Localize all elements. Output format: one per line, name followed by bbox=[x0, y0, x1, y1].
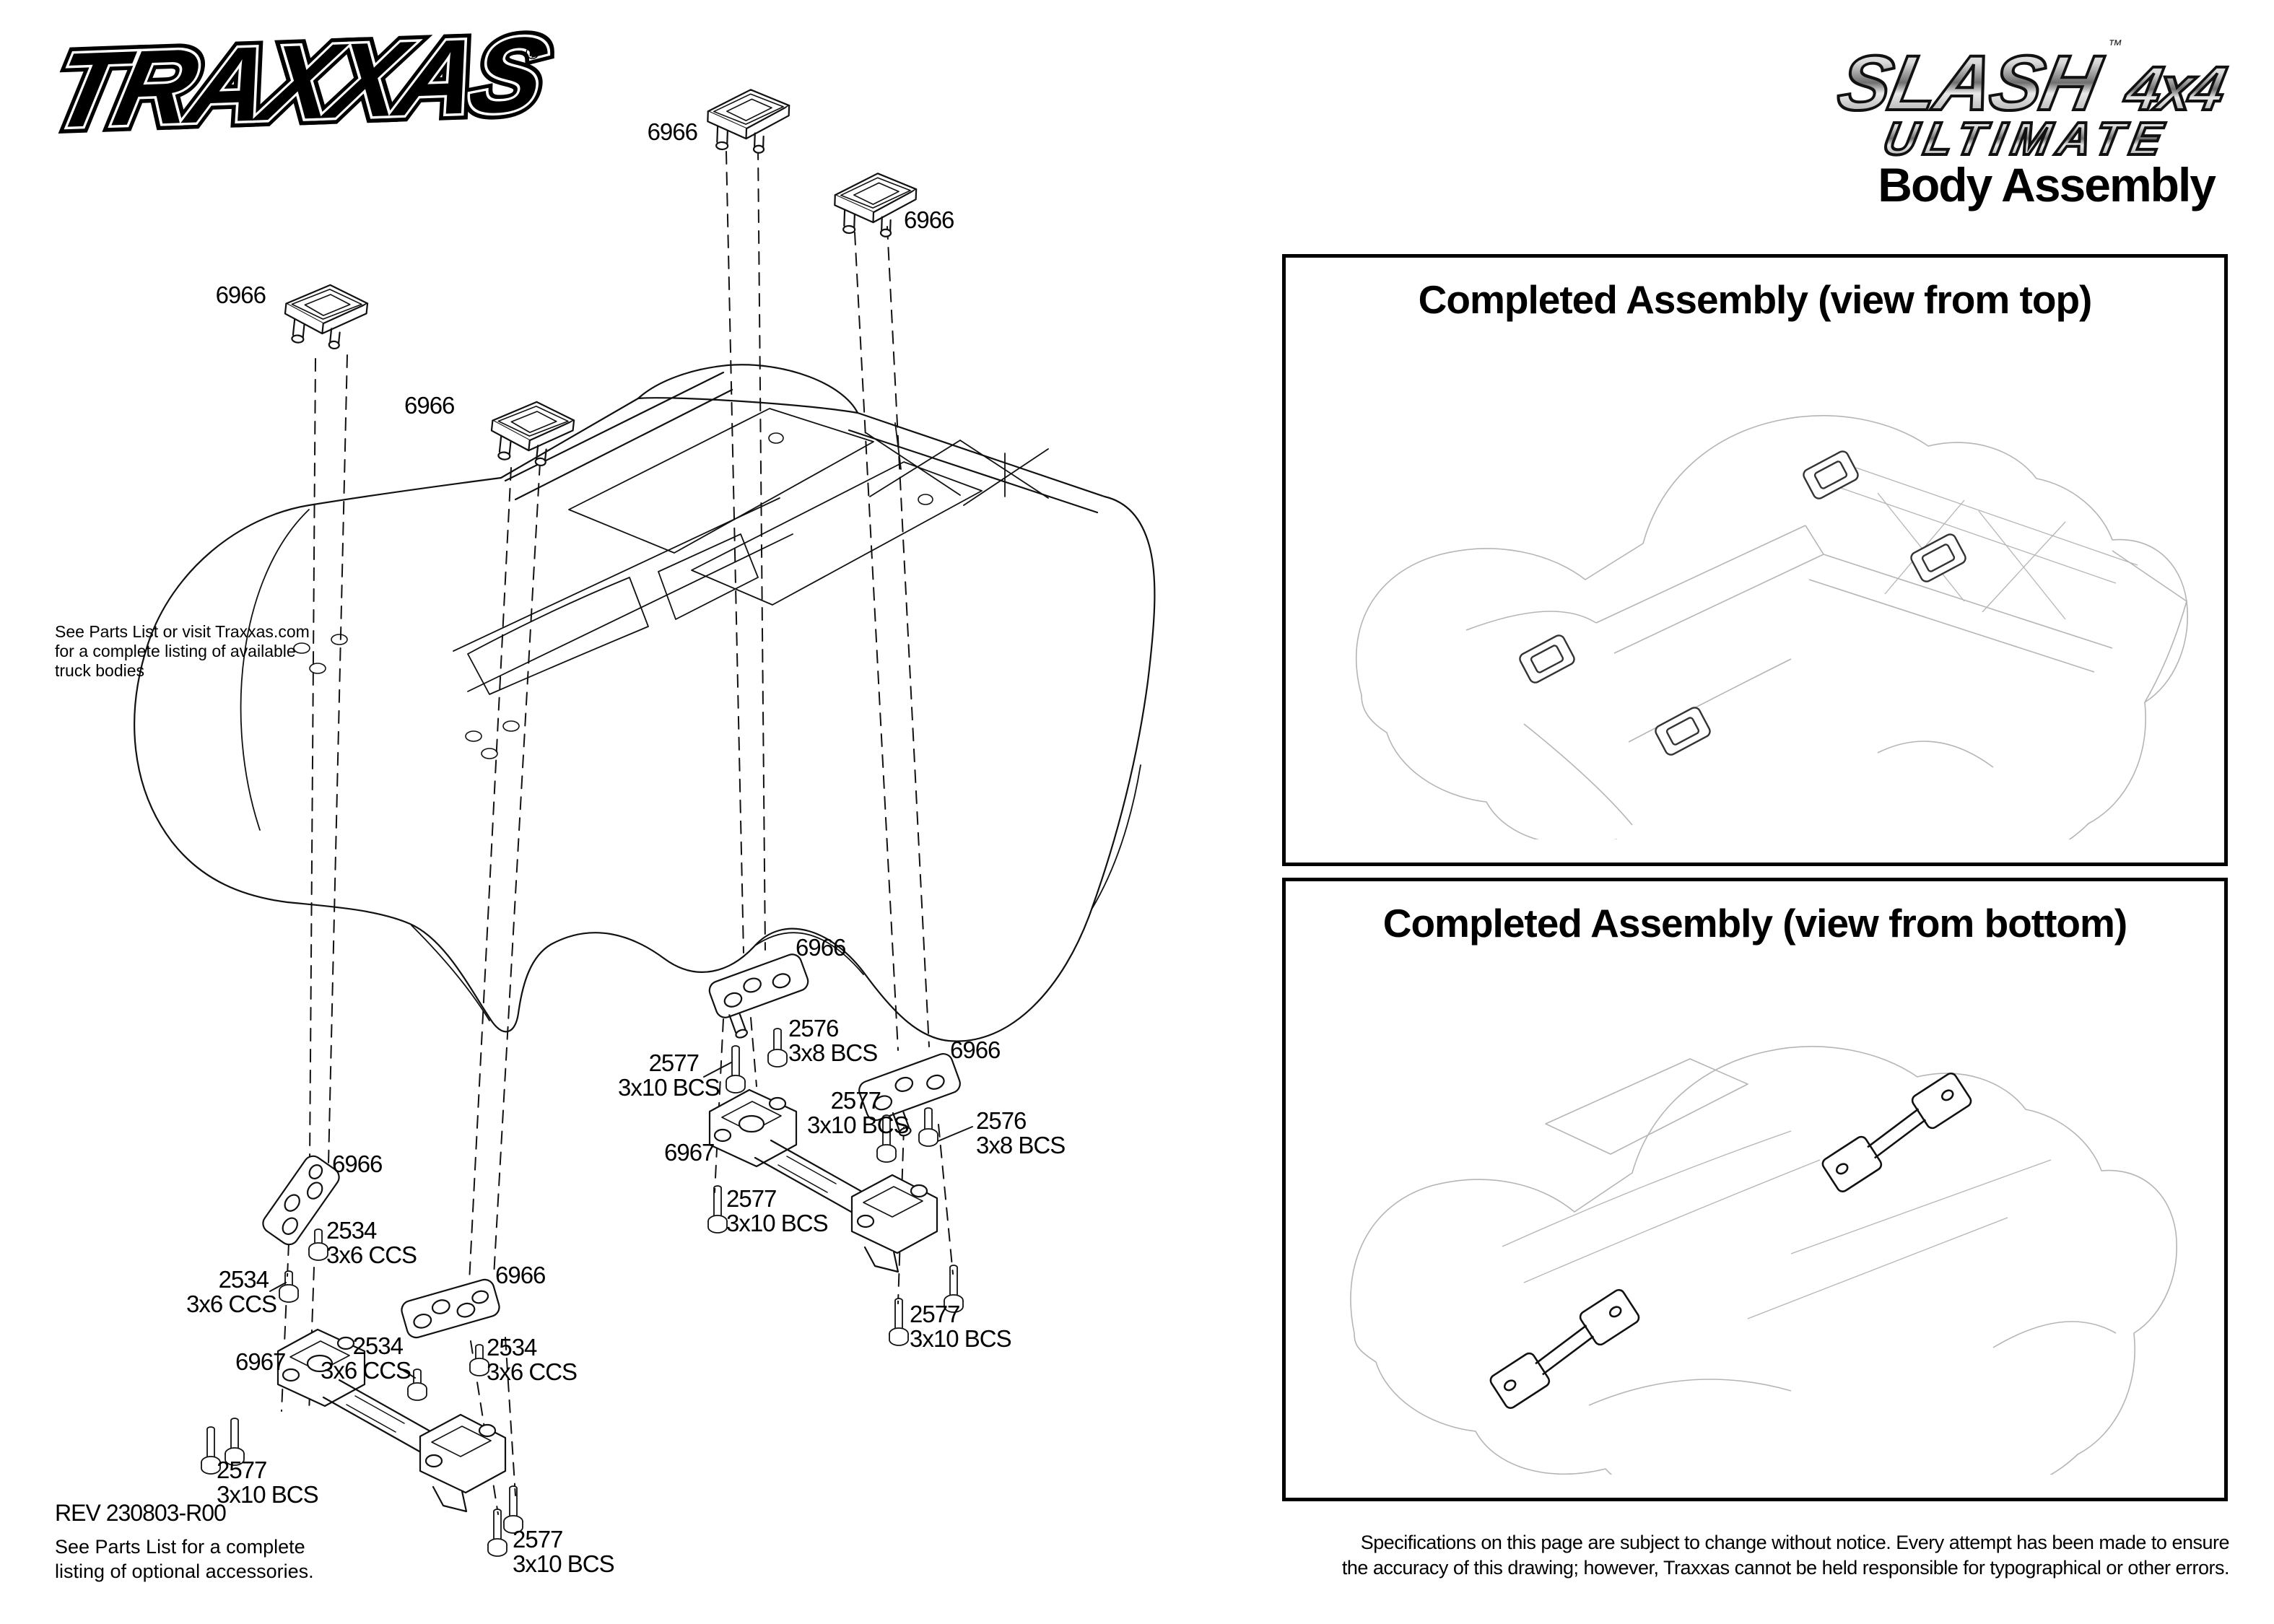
part-label-line: 2534 bbox=[326, 1217, 377, 1244]
disclaimer-line1: Specifications on this page are subject … bbox=[1360, 1532, 2230, 1553]
part-label-line: 3x10 BCS bbox=[807, 1112, 910, 1138]
part-label-line: 6967 bbox=[664, 1139, 715, 1166]
part-label-plate-h: 6966 bbox=[495, 1263, 582, 1288]
plate-6966-i bbox=[262, 1155, 340, 1246]
part-label-plate-i: 6966 bbox=[332, 1152, 419, 1176]
part-label-line: 2576 bbox=[976, 1107, 1027, 1134]
part-label-latch-d: 6966 bbox=[904, 208, 990, 232]
accessories-note-line2: listing of optional accessories. bbox=[55, 1560, 314, 1582]
truck-bodies-note-line2: for a complete listing of available bbox=[55, 642, 296, 660]
bracket-6967-right bbox=[708, 1088, 938, 1273]
part-label-line: 6966 bbox=[904, 206, 954, 233]
latch-6966-c bbox=[705, 87, 790, 155]
part-label-line: 6966 bbox=[404, 392, 455, 419]
plate-6966-h bbox=[401, 1278, 500, 1339]
panel-top-title: Completed Assembly (view from top) bbox=[1418, 277, 2093, 322]
part-label-latch-b: 6966 bbox=[404, 393, 491, 418]
page-title: Body Assembly bbox=[1878, 158, 2216, 211]
alignment-dashed-lines bbox=[281, 147, 954, 1515]
part-label-line: 6966 bbox=[332, 1151, 383, 1177]
part-label-line: 3x6 CCS bbox=[326, 1241, 417, 1268]
part-label-line: 2534 bbox=[352, 1332, 404, 1359]
completed-assembly-top-panel: Completed Assembly (view from top) bbox=[1282, 254, 2228, 866]
truck-bodies-note-line3: truck bodies bbox=[55, 661, 145, 680]
part-label-plate-g: 6966 bbox=[950, 1038, 1037, 1062]
part-label-line: 6966 bbox=[647, 118, 698, 145]
part-label-line: 3x10 BCS bbox=[513, 1550, 615, 1577]
part-label-line: 6966 bbox=[495, 1262, 546, 1288]
body-mount-holes bbox=[293, 432, 933, 759]
part-label-line: 2534 bbox=[218, 1266, 269, 1293]
truck-body-outline bbox=[134, 364, 1156, 1042]
part-label-line: 2577 bbox=[726, 1185, 777, 1212]
registered-mark: ® bbox=[526, 42, 540, 64]
installed-latches-top-view bbox=[1519, 450, 1966, 756]
truck-bodies-note-line1: See Parts List or visit Traxxas.com bbox=[55, 622, 310, 641]
completed-assembly-bottom-panel: Completed Assembly (view from bottom) bbox=[1282, 878, 2228, 1501]
latch-6966-b bbox=[487, 396, 577, 470]
part-label-plate-e: 6966 bbox=[796, 935, 882, 960]
part-label-line: 3x10 BCS bbox=[726, 1210, 829, 1236]
part-label-line: 3x6 CCS bbox=[321, 1357, 411, 1384]
part-label-line: 3x6 CCS bbox=[487, 1358, 578, 1385]
part-label-line: 2577 bbox=[830, 1087, 881, 1114]
part-label-line: 6966 bbox=[950, 1036, 1001, 1063]
part-label-latch-c: 6966 bbox=[641, 118, 698, 145]
latch-6966-a bbox=[281, 279, 370, 353]
part-label-line: 3x6 CCS bbox=[186, 1291, 277, 1317]
part-label-line: 6966 bbox=[215, 281, 266, 308]
part-label-bracket-r: 6967 bbox=[664, 1140, 751, 1165]
part-label-line: 2534 bbox=[487, 1334, 537, 1361]
part-label-line: 3x10 BCS bbox=[910, 1325, 1012, 1352]
installed-brackets-bottom-view bbox=[1489, 1072, 1972, 1409]
part-label-line: 2576 bbox=[788, 1015, 839, 1042]
plate-6966-g bbox=[858, 1052, 961, 1137]
disclaimer-line2: the accuracy of this drawing; however, T… bbox=[1341, 1557, 2230, 1579]
plate-6966-e bbox=[708, 953, 809, 1039]
bottom-view-sketch bbox=[1350, 1046, 2177, 1475]
part-label-latch-a: 6966 bbox=[211, 283, 266, 307]
bracket-6967-left bbox=[276, 1328, 507, 1513]
part-label-line: 2577 bbox=[648, 1049, 700, 1076]
revision-number: REV 230803-R00 bbox=[55, 1500, 227, 1526]
truck-bodies-note: See Parts List or visit Traxxas.com for … bbox=[55, 622, 310, 681]
part-label-line: 2577 bbox=[217, 1457, 267, 1483]
part-label-line: 6967 bbox=[235, 1348, 286, 1375]
part-label-bracket-l: 6967 bbox=[235, 1350, 322, 1374]
part-label-line: 3x8 BCS bbox=[788, 1039, 878, 1066]
part-label-line: 6966 bbox=[796, 934, 846, 961]
traxxas-logo: TRAXXAS TRAXXAS TRAXXAS ® bbox=[37, 8, 559, 159]
part-label-line: 2577 bbox=[910, 1301, 960, 1327]
part-label-line: 3x10 BCS bbox=[217, 1481, 319, 1508]
panel-bottom-title: Completed Assembly (view from bottom) bbox=[1382, 901, 2128, 946]
accessories-note: See Parts List for a complete listing of… bbox=[55, 1534, 314, 1584]
accessories-note-line1: See Parts List for a complete bbox=[55, 1536, 305, 1558]
screws bbox=[200, 1028, 964, 1558]
part-label-line: 2577 bbox=[513, 1526, 563, 1553]
disclaimer-text: Specifications on this page are subject … bbox=[1341, 1530, 2230, 1581]
part-label-line: 3x8 BCS bbox=[976, 1132, 1066, 1158]
part-label-line: 3x10 BCS bbox=[618, 1074, 720, 1101]
top-view-sketch bbox=[1355, 415, 2188, 839]
